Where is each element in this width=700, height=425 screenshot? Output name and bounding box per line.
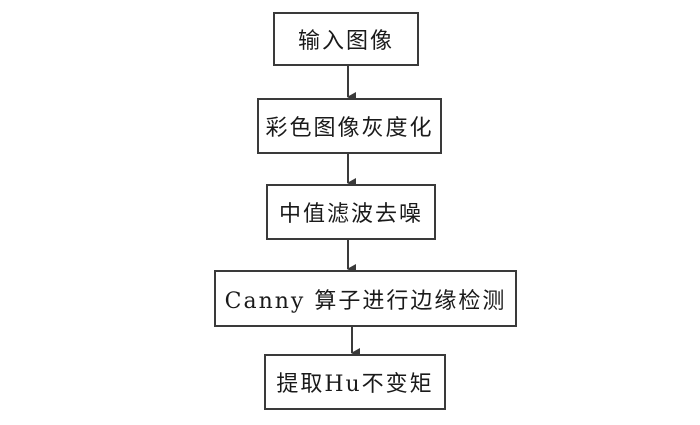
step-label: 输入图像 [297,29,394,54]
step-canny-edge-detection: Canny 算子进行边缘检测 [214,270,517,327]
step-label: 中值滤波去噪 [278,202,423,227]
step-label: 提取Hu不变矩 [276,372,434,397]
step-input-image: 输入图像 [273,12,419,66]
step-label: 彩色图像灰度化 [265,116,434,141]
step-label: Canny 算子进行边缘检测 [224,288,507,314]
step-median-filter-denoise: 中值滤波去噪 [266,184,436,240]
step-extract-hu-moments: 提取Hu不变矩 [264,354,446,410]
step-grayscale-conversion: 彩色图像灰度化 [257,98,442,154]
